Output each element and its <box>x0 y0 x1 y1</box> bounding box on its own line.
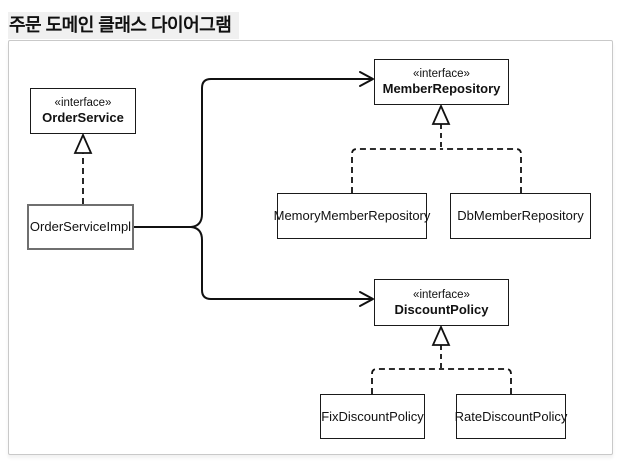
class-name: OrderServiceImpl <box>29 219 132 234</box>
class-box-memory-member-repository: MemoryMemberRepository <box>274 193 430 239</box>
relationship-lines: MemberRepository (dependency, top fork) … <box>73 71 522 394</box>
class-box-rate-discount-policy: RateDiscountPolicy <box>454 394 568 439</box>
stereotype-label: «interface» <box>54 97 112 109</box>
class-name: MemberRepository <box>382 81 501 96</box>
class-name: DiscountPolicy <box>394 301 489 317</box>
open-arrowhead-icon <box>359 291 374 307</box>
realization-triangle-icon <box>73 132 93 154</box>
realization-edges-discountpolicy-impls <box>371 324 512 394</box>
realization-triangle-icon <box>431 324 451 346</box>
stereotype-label: «interface» <box>413 68 470 80</box>
class-box-db-member-repository: DbMemberRepository <box>450 193 591 239</box>
page-heading: 주문 도메인 클래스 다이어그램 <box>8 2 240 39</box>
dependency-edge-orderserviceimpl-memberrepository <box>133 71 374 228</box>
class-box-discount-policy: «interface» DiscountPolicy <box>374 279 509 326</box>
open-arrowhead-icon <box>359 71 374 87</box>
class-name: MemoryMemberRepository <box>273 208 431 223</box>
class-name: OrderService <box>42 110 124 125</box>
stereotype-label: «interface» <box>413 288 470 301</box>
class-box-fix-discount-policy: FixDiscountPolicy <box>320 394 425 439</box>
class-box-order-service-impl: OrderServiceImpl <box>27 204 134 250</box>
class-box-order-service: «interface» OrderService <box>30 88 136 134</box>
realization-edges-memberrepository-impls <box>351 103 522 193</box>
class-box-member-repository: «interface» MemberRepository <box>374 59 509 105</box>
realization-triangle-icon <box>431 103 451 125</box>
page-title: 주문 도메인 클래스 다이어그램 <box>8 12 240 39</box>
diagram-canvas: MemberRepository (dependency, top fork) … <box>8 40 613 455</box>
class-name: FixDiscountPolicy <box>321 408 424 424</box>
class-name: RateDiscountPolicy <box>454 408 568 424</box>
class-name: DbMemberRepository <box>457 208 584 223</box>
dependency-edge-orderserviceimpl-discountpolicy <box>133 226 374 307</box>
realization-edge-orderserviceimpl-orderservice <box>73 132 93 204</box>
